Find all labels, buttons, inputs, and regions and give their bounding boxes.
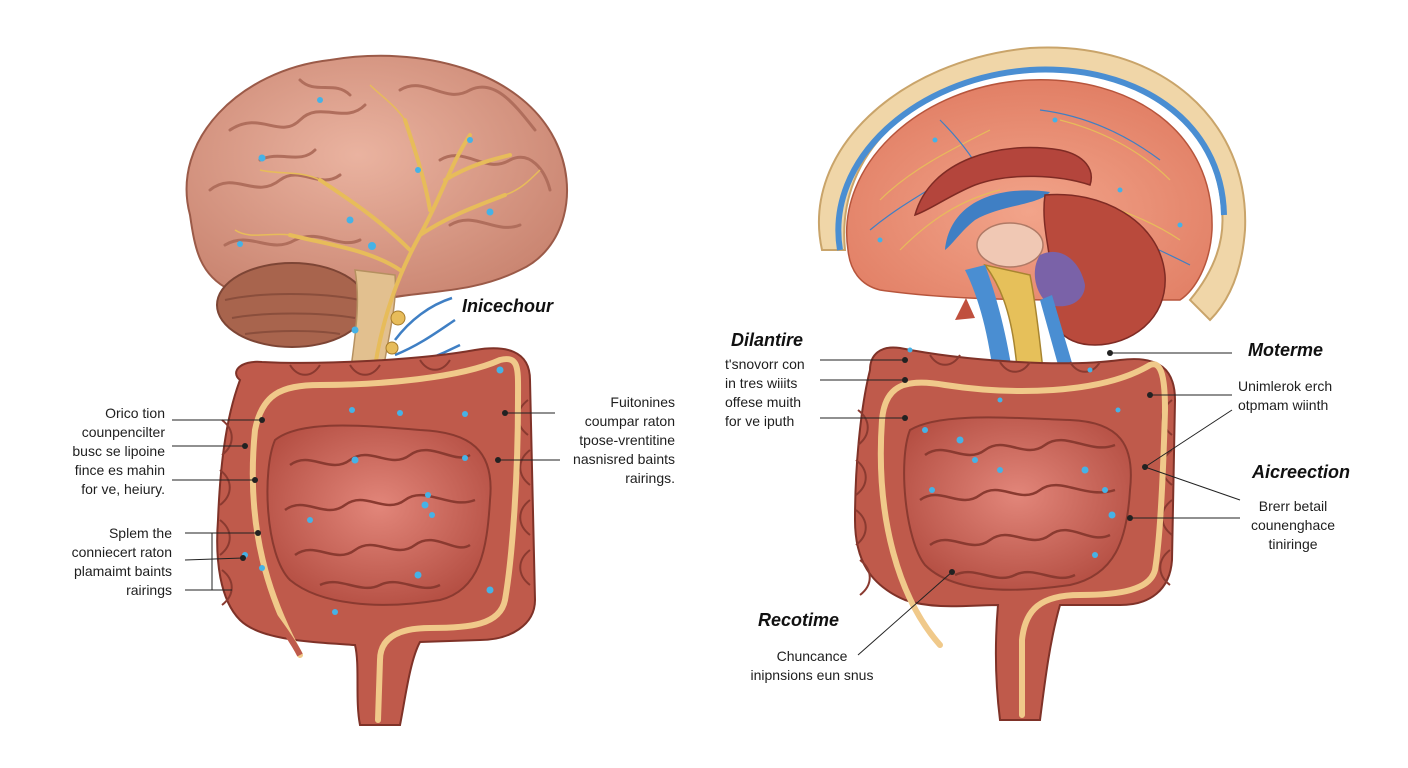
left-brain [185, 54, 569, 306]
right-top-left-title: Dilantire [731, 330, 804, 350]
left-leader-lines [172, 412, 560, 591]
right-top-right-label-line-1: Unimlerok erch [1238, 378, 1333, 394]
right-thalamus [976, 222, 1044, 268]
right-blue-dots [877, 117, 1183, 558]
left-right-label: Fuitonines coumpar raton tpose-vrentitin… [540, 393, 675, 488]
left-right-label-line-1: Fuitonines [610, 394, 675, 410]
left-figure [172, 54, 569, 726]
right-top-right-label: Unimlerok erch otpmam wiinth [1238, 377, 1358, 415]
right-bottom-label: Chuncance inipnsions eun snus [722, 647, 902, 685]
right-top-right-label-line-2: otpmam wiinth [1238, 397, 1329, 413]
left-small-intestine [266, 424, 492, 606]
left-blue-dots [237, 97, 504, 615]
left-small-intestine-folds [284, 448, 476, 590]
right-bottom-label-line-2: inipnsions eun snus [750, 667, 874, 683]
left-right-label-line-5: rairings. [625, 470, 675, 486]
right-mid-right-label-line-3: tiniringe [1268, 536, 1318, 552]
left-bottom-label-line-3: plamaimt baints [73, 563, 172, 579]
right-top-left-label-line-4: for ve iputh [725, 413, 795, 429]
right-small-intestine-folds [919, 438, 1116, 580]
right-small-intestine [903, 416, 1132, 591]
right-corpus-callosum [913, 146, 1092, 217]
right-mid-right-label-line-2: counenghace [1250, 517, 1336, 533]
left-bottom-label-line-4: rairings [126, 582, 172, 598]
left-brain-gyri [208, 78, 552, 247]
right-top-left-label: t'snovorr con in tres wiiits offese muit… [725, 355, 825, 431]
left-top-label-line-2: counpencilter [81, 424, 165, 440]
right-mid-right-label-line-1: Brerr betail [1258, 498, 1328, 514]
left-top-label-line-3: busc se lipoine [72, 443, 165, 459]
left-bottom-label-line-2: conniecert raton [71, 544, 172, 560]
right-mid-right-title: Aicreection [1252, 462, 1351, 482]
right-bottom-title: Recotime [758, 610, 840, 630]
left-bottom-label: Splem the conniecert raton plamaimt bain… [30, 524, 172, 600]
right-leader-lines [820, 352, 1241, 656]
right-colon-stripe [877, 361, 1169, 718]
left-right-label-line-3: tpose-vrentitine [579, 432, 675, 448]
left-colon-stripe [249, 356, 522, 723]
right-bottom-label-line-1: Chuncance [776, 648, 848, 664]
right-top-left-label-line-1: t'snovorr con [725, 356, 805, 372]
left-cerebellum [216, 262, 368, 348]
left-title: Inicechour [462, 296, 554, 316]
right-top-right-title: Moterme [1248, 340, 1324, 360]
right-top-left-label-line-2: in tres wiiits [725, 375, 798, 391]
left-top-label: Orico tion counpencilter busc se lipoine… [30, 404, 165, 499]
left-right-label-line-2: coumpar raton [584, 413, 675, 429]
left-top-label-line-5: for ve, heiury. [81, 481, 165, 497]
left-top-label-line-1: Orico tion [105, 405, 165, 421]
right-mid-right-label: Brerr betail counenghace tiniringe [1238, 497, 1348, 554]
left-bottom-label-line-1: Splem the [108, 525, 172, 541]
left-top-label-line-4: fince es mahin [74, 462, 165, 478]
left-nerve-tree [288, 118, 512, 392]
left-right-label-line-4: nasnisred baints [573, 451, 675, 467]
right-top-left-label-line-3: offese muith [725, 394, 802, 410]
right-figure [817, 46, 1247, 721]
